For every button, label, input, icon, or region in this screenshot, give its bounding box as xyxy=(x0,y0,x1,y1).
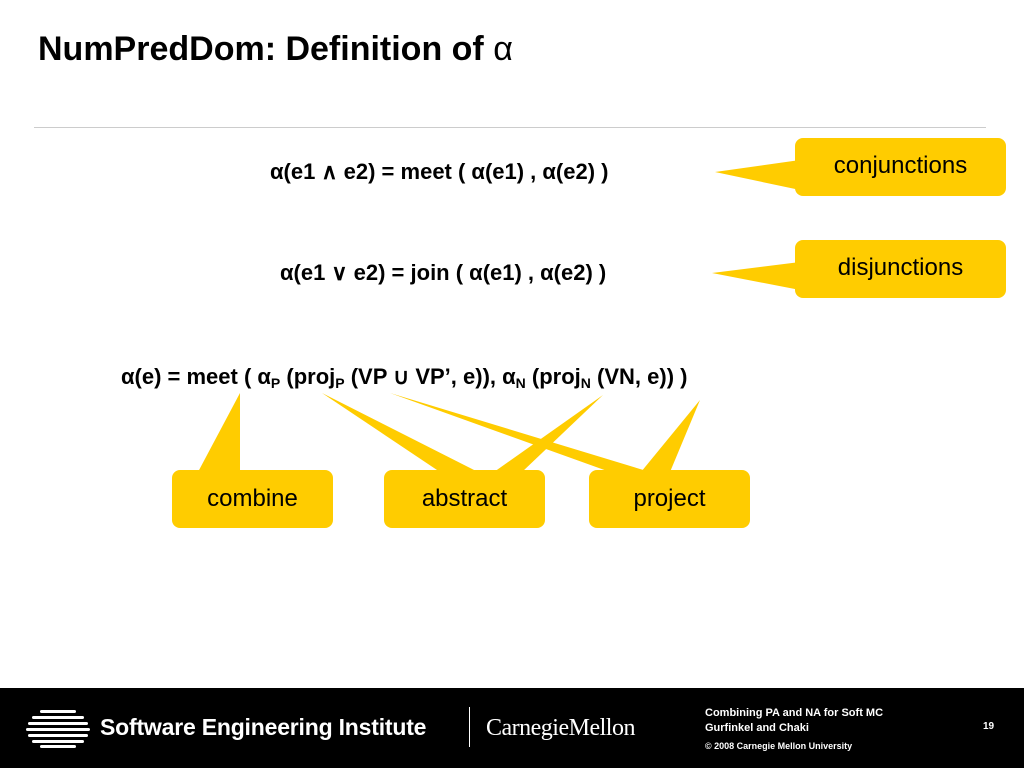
slide-title-symbol: α xyxy=(493,30,513,68)
pointer-project-right xyxy=(641,400,700,472)
pointer-disjunctions xyxy=(712,262,800,290)
formula-disjunction: α(e1 ∨ e2) = join ( α(e1) , α(e2) ) xyxy=(280,260,607,285)
footer-authors: Gurfinkel and Chaki xyxy=(705,722,809,734)
cmu-wordmark: CarnegieMellon xyxy=(486,715,635,741)
slide-title-text: NumPredDom: Definition of xyxy=(38,30,494,68)
label-abstract: abstract xyxy=(384,470,545,528)
subscript-p: P xyxy=(335,375,345,391)
label-conjunctions: conjunctions xyxy=(795,138,1006,196)
formula-alpha-part: (proj xyxy=(525,364,581,389)
footer-info: Combining PA and NA for Soft MC Gurfinke… xyxy=(705,706,883,736)
pointer-conjunctions xyxy=(715,160,800,190)
label-combine: combine xyxy=(172,470,333,528)
formula-alpha-part: (VN, e)) ) xyxy=(590,364,688,389)
page-number: 19 xyxy=(983,721,995,732)
formula-alpha-part: (VP ∪ VP’, e)), α xyxy=(344,364,516,389)
title-divider xyxy=(34,127,986,128)
pointer-combine xyxy=(198,393,240,472)
formula-alpha-part: (proj xyxy=(280,364,336,389)
subscript-n: N xyxy=(515,375,526,391)
label-project: project xyxy=(589,470,750,528)
subscript-n: N xyxy=(580,375,591,391)
footer-title: Combining PA and NA for Soft MC xyxy=(705,707,884,719)
label-disjunctions: disjunctions xyxy=(795,240,1006,298)
pointer-project-left xyxy=(390,393,650,472)
formula-conjunction: α(e1 ∧ e2) = meet ( α(e1) , α(e2) ) xyxy=(270,159,609,184)
slide-title: NumPredDom: Definition of α xyxy=(38,30,513,69)
formula-alpha-part: α(e) = meet ( α xyxy=(121,364,271,389)
subscript-p: P xyxy=(270,375,281,391)
footer-divider xyxy=(469,707,470,747)
pointer-abstract-right xyxy=(494,395,603,472)
sei-wordmark: Software Engineering Institute xyxy=(100,714,427,740)
footer-copyright: © 2008 Carnegie Mellon University xyxy=(705,741,853,751)
pointer-abstract-left xyxy=(322,393,478,472)
sei-logo-icon xyxy=(26,710,90,748)
footer-bar: Software Engineering Institute CarnegieM… xyxy=(0,688,1024,768)
formula-alpha: α(e) = meet ( αP (projP (VP ∪ VP’, e)), … xyxy=(121,364,687,391)
